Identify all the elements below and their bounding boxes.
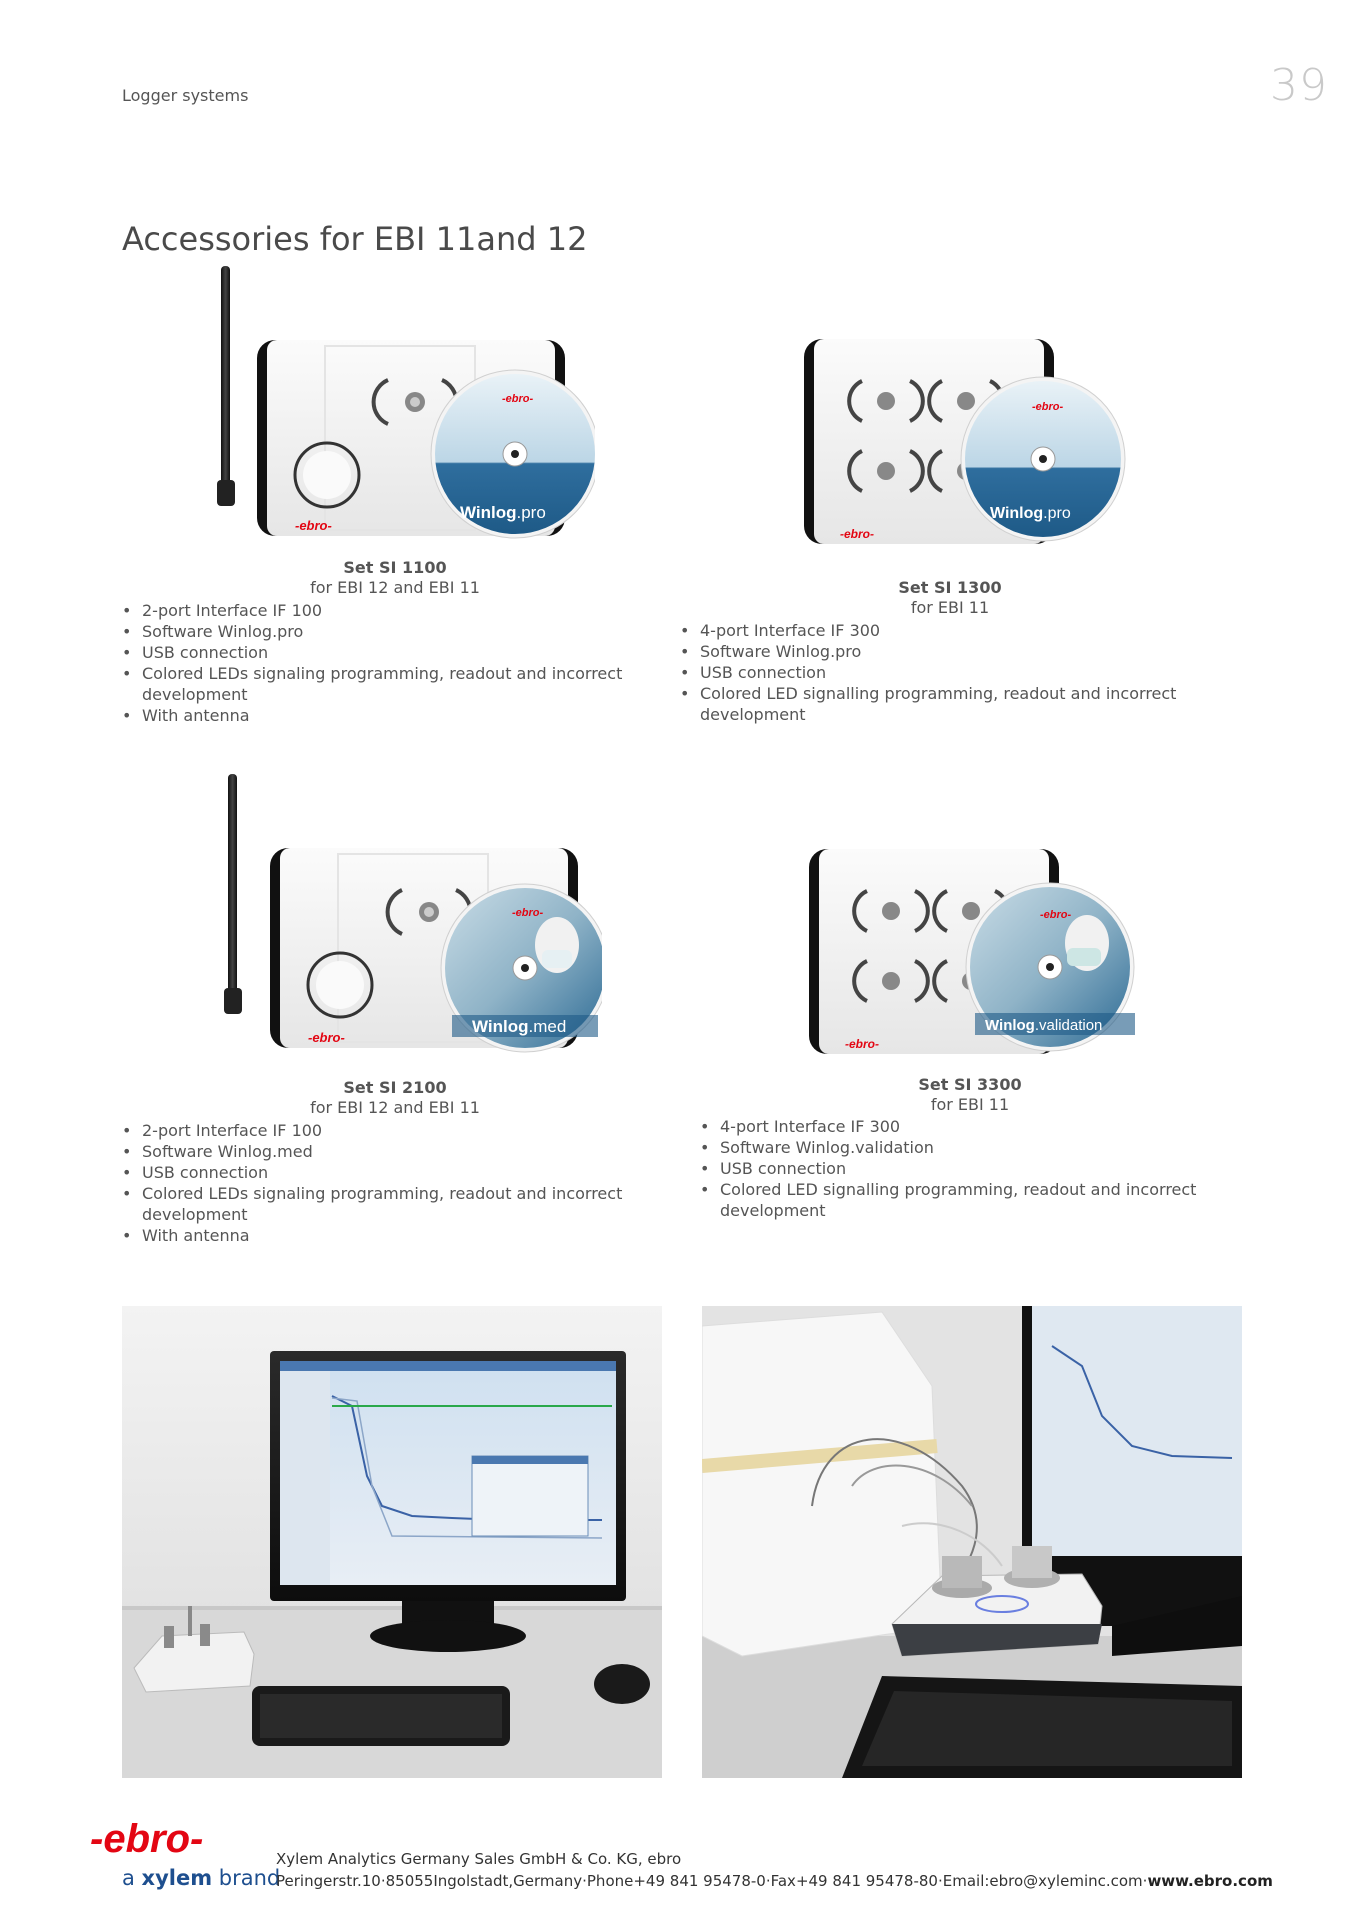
product-si2100-features: 2-port Interface IF 100 Software Winlog.…	[122, 1120, 662, 1246]
antenna-icon	[221, 266, 230, 490]
product-si1300-heading: Set SI 1300 for EBI 11	[840, 578, 1060, 617]
product-si1300-features: 4-port Interface IF 300 Software Winlog.…	[680, 620, 1220, 725]
feature-item: Software Winlog.pro	[680, 641, 1220, 662]
feature-item: 2-port Interface IF 100	[122, 1120, 662, 1141]
feature-item: USB connection	[700, 1158, 1240, 1179]
product-image-si1100: -ebro- Winlog.pro -ebro-	[217, 266, 595, 539]
photo-interface-setup	[702, 1306, 1242, 1778]
website-link[interactable]: www.ebro.com	[1147, 1872, 1273, 1890]
brand-suffix: brand	[212, 1866, 281, 1890]
product-title: Set SI 1300	[898, 578, 1002, 597]
product-subtitle: for EBI 11	[930, 1095, 1010, 1114]
svg-text:-ebro-: -ebro-	[840, 527, 874, 541]
brand-name: xylem	[141, 1866, 213, 1890]
svg-text:-ebro-: -ebro-	[1032, 401, 1064, 413]
svg-text:-ebro-: -ebro-	[512, 907, 544, 919]
product-image-si3300: -ebro- Winlog.validation -ebro-	[809, 849, 1135, 1054]
feature-item: USB connection	[122, 1162, 662, 1183]
svg-text:-ebro-: -ebro-	[308, 1030, 345, 1045]
section-title: Logger systems	[122, 86, 249, 105]
page-heading: Accessories for EBI 11and 12	[122, 220, 588, 258]
feature-item: USB connection	[680, 662, 1220, 683]
antenna-icon	[228, 774, 237, 998]
page-number: 39	[1270, 60, 1328, 111]
svg-text:Winlog.pro: Winlog.pro	[990, 505, 1071, 522]
feature-item: Software Winlog.med	[122, 1141, 662, 1162]
product-title: Set SI 1100	[343, 558, 447, 577]
product-subtitle: for EBI 11	[910, 598, 990, 617]
svg-text:-ebro-: -ebro-	[1040, 909, 1072, 921]
svg-text:-ebro-: -ebro-	[90, 1817, 203, 1860]
feature-item: With antenna	[122, 1225, 662, 1246]
feature-item: Colored LEDs signaling programming, read…	[122, 1183, 662, 1225]
svg-text:Winlog.med: Winlog.med	[472, 1017, 566, 1036]
feature-item: Colored LED signalling programming, read…	[700, 1179, 1240, 1221]
product-image-si2100: -ebro- Winlog.med -ebro-	[224, 774, 602, 1053]
feature-item: Colored LED signalling programming, read…	[680, 683, 1220, 725]
product-si1100-features: 2-port Interface IF 100 Software Winlog.…	[122, 600, 662, 726]
feature-item: USB connection	[122, 642, 662, 663]
product-si1100-heading: Set SI 1100 for EBI 12 and EBI 11	[280, 558, 510, 597]
xylem-brand-tagline: a xylem brand	[122, 1866, 280, 1890]
feature-item: 4-port Interface IF 300	[700, 1116, 1240, 1137]
footer-address: Peringerstr.10·85055Ingolstadt,Germany·P…	[276, 1872, 1148, 1890]
feature-item: Software Winlog.validation	[700, 1137, 1240, 1158]
product-title: Set SI 2100	[343, 1078, 447, 1097]
feature-item: 4-port Interface IF 300	[680, 620, 1220, 641]
product-subtitle: for EBI 12 and EBI 11	[310, 1098, 480, 1117]
svg-text:-ebro-: -ebro-	[845, 1037, 879, 1051]
feature-item: 2-port Interface IF 100	[122, 600, 662, 621]
feature-item: Software Winlog.pro	[122, 621, 662, 642]
product-si3300-features: 4-port Interface IF 300 Software Winlog.…	[700, 1116, 1240, 1221]
footer-company: Xylem Analytics Germany Sales GmbH & Co.…	[276, 1850, 682, 1868]
product-subtitle: for EBI 12 and EBI 11	[310, 578, 480, 597]
svg-text:Winlog.validation: Winlog.validation	[985, 1017, 1102, 1034]
brand-prefix: a	[122, 1866, 142, 1890]
photo-workstation	[122, 1306, 662, 1778]
feature-item: Colored LEDs signaling programming, read…	[122, 663, 662, 705]
product-title: Set SI 3300	[918, 1075, 1022, 1094]
ebro-logo: -ebro-	[90, 1817, 203, 1860]
svg-text:-ebro-: -ebro-	[295, 518, 332, 533]
footer-contact: Peringerstr.10·85055Ingolstadt,Germany·P…	[276, 1872, 1273, 1890]
svg-text:-ebro-: -ebro-	[502, 393, 534, 405]
product-si2100-heading: Set SI 2100 for EBI 12 and EBI 11	[280, 1078, 510, 1117]
product-si3300-heading: Set SI 3300 for EBI 11	[860, 1075, 1080, 1114]
svg-text:Winlog.pro: Winlog.pro	[460, 503, 546, 522]
product-image-si1300: -ebro- Winlog.pro -ebro-	[804, 339, 1126, 544]
feature-item: With antenna	[122, 705, 662, 726]
